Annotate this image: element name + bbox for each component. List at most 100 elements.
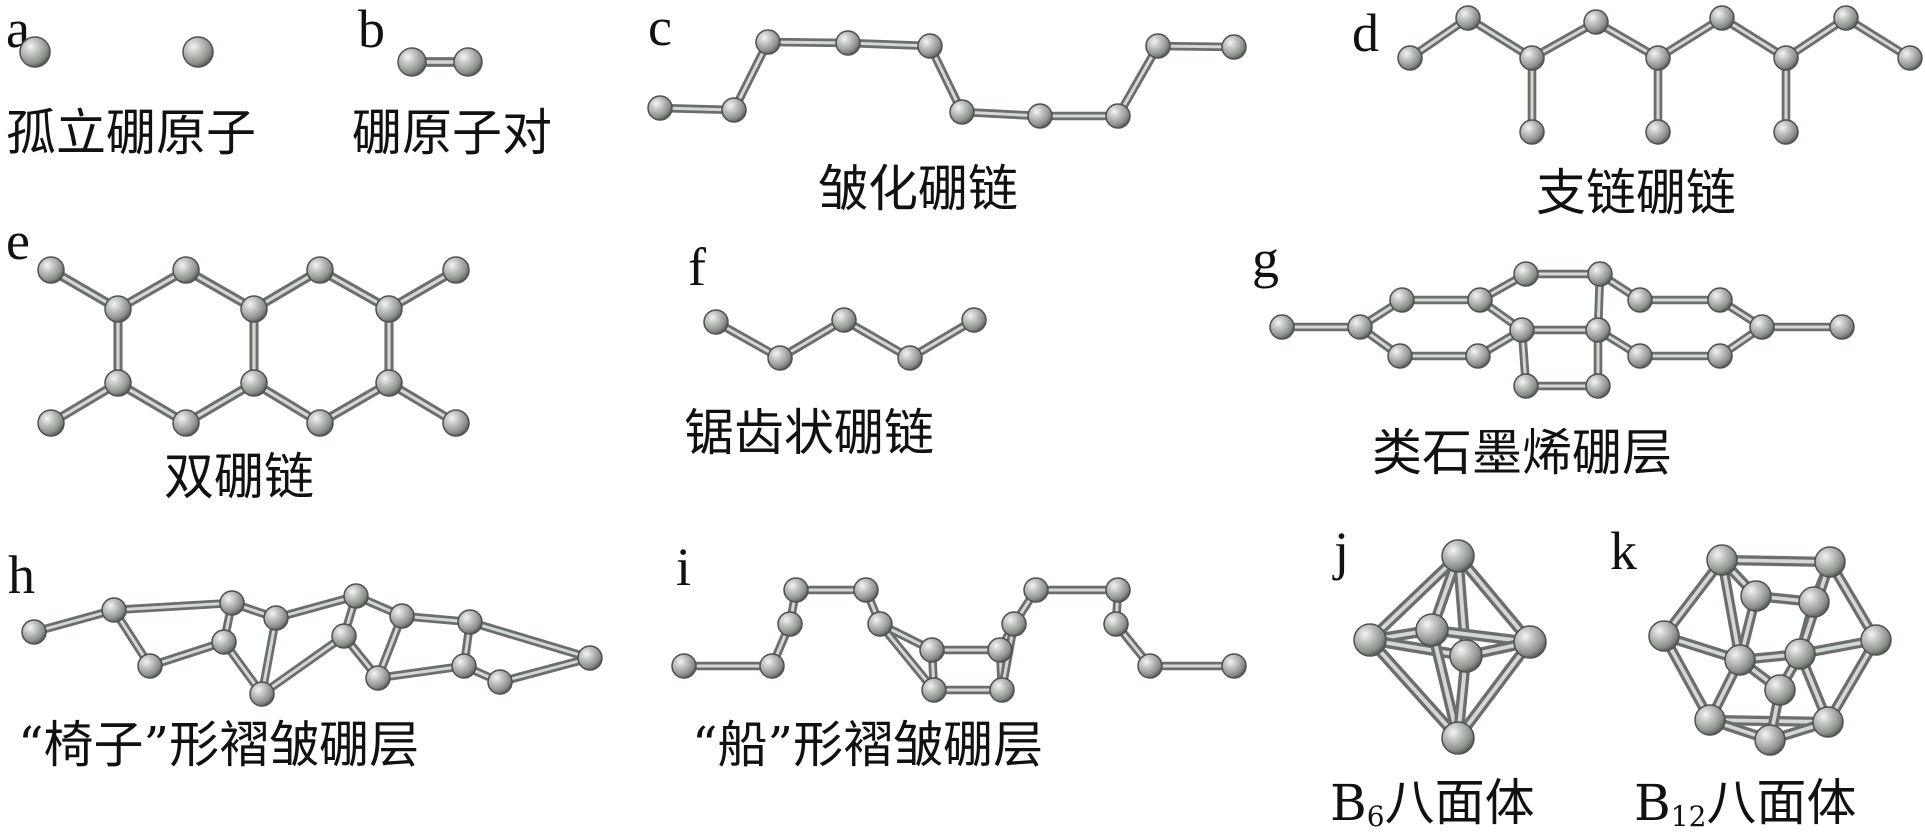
bond-highlight (1368, 554, 1460, 642)
boron-atom (987, 637, 1013, 663)
boron-atom (451, 653, 477, 679)
panel-a-structure (19, 36, 214, 68)
boron-atom (1829, 314, 1855, 340)
panel-d-caption: 支链硼链 (1536, 164, 1736, 222)
boron-atom (240, 295, 268, 323)
bond-highlight (32, 608, 116, 634)
panel-b-structure (397, 47, 483, 77)
boron-atom (37, 256, 65, 284)
boron-atom (1749, 314, 1775, 340)
panel-f-structure (703, 307, 987, 371)
boron-atom (1897, 45, 1923, 71)
boron-atom (1694, 704, 1726, 736)
boron-atom (104, 369, 132, 397)
boron-atom (453, 47, 483, 77)
panel-h-letter: h (8, 545, 35, 605)
boron-atom (671, 653, 697, 679)
boron-atom (831, 307, 857, 333)
boron-atom (1583, 9, 1609, 35)
boron-atom (1001, 611, 1027, 637)
boron-atom (1269, 314, 1295, 340)
boron-atom (1347, 314, 1373, 340)
boron-atom (853, 577, 879, 603)
boron-atom (961, 307, 987, 333)
boron-atom (949, 99, 975, 125)
boron-atom (577, 645, 603, 671)
panel-b-caption: 硼原子对 (352, 104, 552, 162)
boron-atom (1860, 624, 1892, 656)
bond-highlight (260, 634, 346, 696)
boron-atom (767, 345, 793, 371)
panel-i-caption: “船”形褶皱硼层 (692, 716, 1044, 774)
boron-atom (1513, 261, 1539, 287)
boron-atom (919, 637, 945, 663)
panel-j-b6-octahedron (1353, 539, 1547, 755)
panel-a-caption: 孤立硼原子 (6, 104, 256, 162)
boron-atom (19, 36, 51, 68)
boron-atom (1648, 620, 1680, 652)
boron-atom (1773, 119, 1799, 145)
panel-c-puckered-chain (0, 0, 1300, 140)
boron-atom (1221, 34, 1247, 60)
panel-e-structure (37, 256, 470, 437)
boron-atom (1587, 261, 1613, 287)
panel-j-caption-rest: 八面体 (1384, 774, 1535, 832)
bond-highlight (878, 622, 936, 692)
boron-atom (1397, 45, 1423, 71)
boron-atom (1387, 343, 1413, 369)
boron-atom (721, 97, 747, 123)
panel-g-letter: g (1252, 229, 1279, 289)
panel-k-caption-rest: 八面体 (1706, 774, 1857, 832)
boron-atom (172, 256, 200, 284)
panel-j-caption-element: B (1330, 774, 1367, 832)
bond-highlight (1662, 558, 1724, 638)
panel-g-caption: 类石墨烯硼层 (1372, 424, 1672, 482)
boron-atom (1449, 639, 1483, 673)
boron-atom (1137, 653, 1163, 679)
panel-j-caption-subscript: 6 (1366, 800, 1385, 833)
bond-highlight (1720, 558, 1832, 564)
panel-i-boat-layer (671, 577, 1247, 703)
panel-e-letter: e (6, 211, 30, 271)
boron-atom (442, 409, 470, 437)
boron-atom (897, 345, 923, 371)
panel-e-double-chain (0, 0, 560, 460)
panel-c-structure (647, 29, 1247, 129)
boron-atom (1027, 103, 1053, 129)
bond-highlight (468, 620, 592, 660)
panel-h-chair-layer (0, 0, 620, 740)
bond-highlight (498, 656, 592, 684)
boron-atom (306, 256, 334, 284)
boron-atom (1707, 343, 1733, 369)
boron-atom (703, 309, 729, 335)
panel-i-letter: i (676, 537, 692, 597)
boron-atom (1833, 5, 1859, 31)
panel-k-letter: k (1610, 521, 1637, 581)
panel-b-boron-pair (0, 0, 600, 100)
boron-atom (1441, 539, 1475, 573)
boron-atom (1709, 5, 1735, 31)
boron-atom (389, 603, 415, 629)
boron-atom (1754, 724, 1786, 756)
boron-atom (1105, 103, 1131, 129)
boron-atom (1814, 546, 1846, 578)
boron-atom (1509, 317, 1535, 343)
boron-atom (759, 653, 785, 679)
boron-atom (1740, 580, 1772, 612)
boron-atom (137, 653, 163, 679)
boron-atom (1707, 287, 1733, 313)
boron-atom (397, 47, 427, 77)
boron-atom (1145, 33, 1171, 59)
panel-h-structure (21, 583, 603, 707)
boron-atom (1773, 45, 1799, 71)
bond-highlight (846, 41, 932, 48)
bond-highlight (112, 601, 234, 612)
panel-g-structure (1269, 261, 1855, 399)
boron-atom (777, 611, 803, 637)
boron-atom (1103, 611, 1129, 637)
boron-atom (1353, 623, 1387, 657)
boron-atom (457, 609, 483, 635)
bond-highlight (1430, 628, 1460, 740)
bond-highlight (1456, 640, 1532, 740)
panel-d-branched-chain (0, 0, 1925, 160)
